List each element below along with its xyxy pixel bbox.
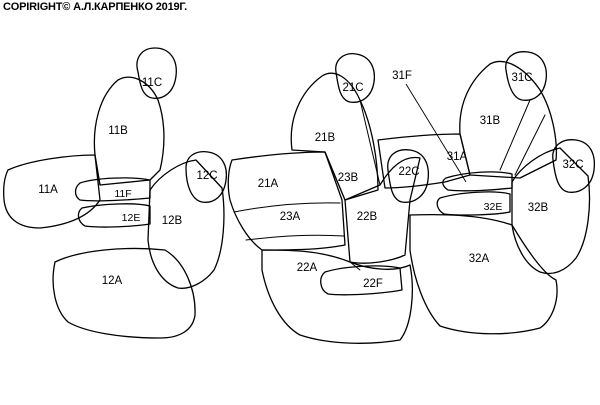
seam-23b-right — [359, 99, 381, 186]
backrest-21b-outline — [290, 72, 379, 201]
label-32b: 32B — [528, 202, 549, 214]
seam-31b-a — [499, 99, 531, 171]
label-31b: 31B — [480, 115, 501, 127]
seat-12a-outline — [52, 247, 196, 339]
backrest-31b-outline — [459, 60, 558, 179]
label-23a: 23A — [280, 211, 301, 223]
headrest-22c-outline — [387, 149, 430, 203]
left-seat-group — [2, 47, 228, 339]
label-21b: 21B — [315, 132, 336, 144]
label-12c: 12C — [196, 170, 217, 182]
label-12b: 12B — [162, 215, 183, 227]
backrest-22b-outline — [344, 156, 421, 264]
seam-23a-bottom — [245, 234, 345, 241]
leader-31f — [405, 83, 467, 183]
backrest-11b-outline — [93, 76, 165, 186]
copyright-notice: COPIRIGHT© А.Л.КАРПЕНКО 2019Г. — [3, 1, 187, 13]
part-labels: 11C 11B 11A 11F 12E 12C 12B 12A 21C 21B … — [38, 70, 583, 290]
seam-31b-b — [514, 114, 546, 176]
middle-seat-group — [227, 53, 430, 344]
label-31c: 31C — [511, 72, 532, 84]
label-11f: 11F — [114, 188, 131, 200]
seat-32a-outline — [409, 213, 558, 335]
headrest-11c-outline — [136, 47, 177, 99]
armrest-11f-outline — [74, 177, 151, 202]
label-23b: 23B — [338, 172, 359, 184]
armrest-12e-outline — [77, 203, 151, 228]
label-21c: 21C — [342, 82, 363, 94]
headrest-21c-outline — [335, 53, 376, 103]
seat-11a-outline — [2, 154, 101, 229]
label-11c: 11C — [142, 77, 162, 89]
label-32a: 32A — [469, 253, 490, 265]
label-32c: 32C — [562, 159, 583, 171]
seam-11 — [94, 154, 101, 186]
label-22a: 22A — [297, 262, 318, 274]
label-22b: 22B — [357, 211, 378, 223]
backrest-32b-outline — [511, 147, 591, 275]
armrest-31f-outline — [442, 171, 513, 192]
right-seat-group — [377, 51, 596, 335]
label-11a: 11A — [38, 184, 58, 196]
headrest-12c-outline — [185, 150, 228, 203]
headrest-32c-outline — [552, 139, 596, 193]
armrest-22f-outline — [320, 265, 403, 296]
seam-21a-23a — [233, 202, 341, 213]
label-12a: 12A — [102, 275, 123, 287]
label-11b: 11B — [108, 125, 128, 137]
headrest-31c-outline — [505, 51, 548, 101]
label-22f: 22F — [363, 278, 383, 290]
label-22c: 22C — [398, 166, 419, 178]
seat-22a-outline — [261, 249, 413, 344]
seam-22b-22f — [349, 261, 361, 271]
armrest-32e-outline — [436, 191, 511, 216]
label-31f: 31F — [392, 70, 412, 82]
label-21a: 21A — [258, 178, 279, 190]
label-32e: 32E — [484, 201, 503, 213]
seam-23b — [324, 151, 346, 201]
backrest-12b-outline — [147, 159, 225, 289]
label-12e: 12E — [122, 212, 141, 224]
label-31a: 31A — [447, 151, 468, 163]
